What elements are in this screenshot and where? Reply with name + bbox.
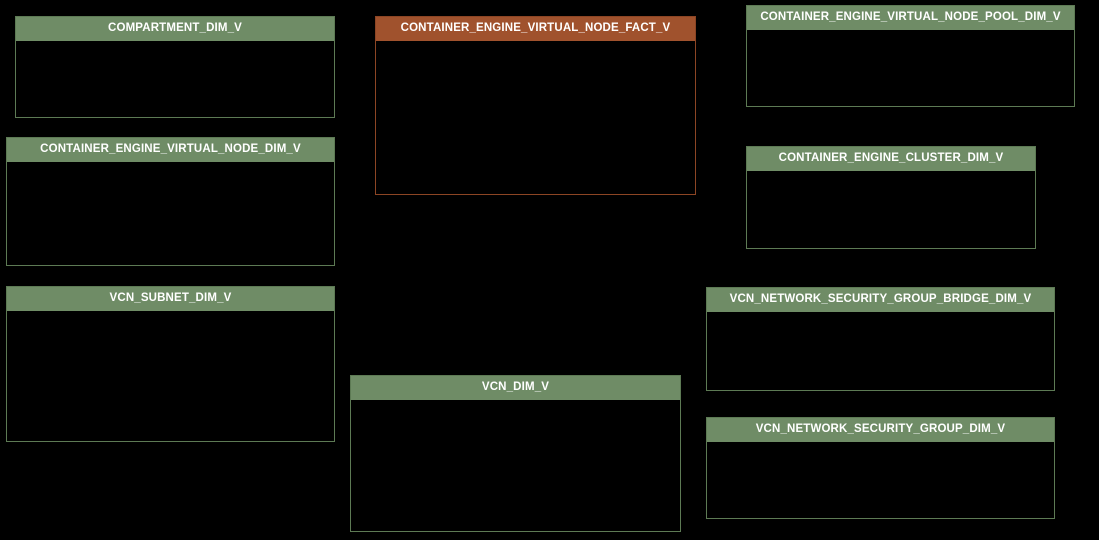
entity-header-container-engine-virtual-node-dim-v[interactable]: CONTAINER_ENGINE_VIRTUAL_NODE_DIM_V <box>7 138 334 162</box>
entity-box-container-engine-cluster-dim-v[interactable]: CONTAINER_ENGINE_CLUSTER_DIM_V <box>746 146 1036 249</box>
entity-header-container-engine-virtual-node-pool-dim-v[interactable]: CONTAINER_ENGINE_VIRTUAL_NODE_POOL_DIM_V <box>747 6 1074 30</box>
entity-body-compartment-dim-v <box>16 41 334 117</box>
entity-body-container-engine-virtual-node-fact-v <box>376 41 695 194</box>
entity-header-container-engine-cluster-dim-v[interactable]: CONTAINER_ENGINE_CLUSTER_DIM_V <box>747 147 1035 171</box>
entity-header-vcn-subnet-dim-v[interactable]: VCN_SUBNET_DIM_V <box>7 287 334 311</box>
entity-body-vcn-network-security-group-bridge-dim-v <box>707 312 1054 390</box>
entity-box-vcn-subnet-dim-v[interactable]: VCN_SUBNET_DIM_V <box>6 286 335 442</box>
entity-body-container-engine-virtual-node-dim-v <box>7 162 334 265</box>
entity-header-compartment-dim-v[interactable]: COMPARTMENT_DIM_V <box>16 17 334 41</box>
entity-box-container-engine-virtual-node-pool-dim-v[interactable]: CONTAINER_ENGINE_VIRTUAL_NODE_POOL_DIM_V <box>746 5 1075 107</box>
entity-header-vcn-network-security-group-bridge-dim-v[interactable]: VCN_NETWORK_SECURITY_GROUP_BRIDGE_DIM_V <box>707 288 1054 312</box>
entity-header-container-engine-virtual-node-fact-v[interactable]: CONTAINER_ENGINE_VIRTUAL_NODE_FACT_V <box>376 17 695 41</box>
entity-box-vcn-network-security-group-dim-v[interactable]: VCN_NETWORK_SECURITY_GROUP_DIM_V <box>706 417 1055 519</box>
entity-box-container-engine-virtual-node-dim-v[interactable]: CONTAINER_ENGINE_VIRTUAL_NODE_DIM_V <box>6 137 335 266</box>
entity-box-vcn-dim-v[interactable]: VCN_DIM_V <box>350 375 681 532</box>
entity-box-container-engine-virtual-node-fact-v[interactable]: CONTAINER_ENGINE_VIRTUAL_NODE_FACT_V <box>375 16 696 195</box>
entity-body-vcn-subnet-dim-v <box>7 311 334 441</box>
entity-header-vcn-network-security-group-dim-v[interactable]: VCN_NETWORK_SECURITY_GROUP_DIM_V <box>707 418 1054 442</box>
entity-box-vcn-network-security-group-bridge-dim-v[interactable]: VCN_NETWORK_SECURITY_GROUP_BRIDGE_DIM_V <box>706 287 1055 391</box>
entity-body-vcn-network-security-group-dim-v <box>707 442 1054 518</box>
entity-body-container-engine-virtual-node-pool-dim-v <box>747 30 1074 106</box>
entity-body-container-engine-cluster-dim-v <box>747 171 1035 248</box>
entity-body-vcn-dim-v <box>351 400 680 531</box>
entity-box-compartment-dim-v[interactable]: COMPARTMENT_DIM_V <box>15 16 335 118</box>
entity-header-vcn-dim-v[interactable]: VCN_DIM_V <box>351 376 680 400</box>
